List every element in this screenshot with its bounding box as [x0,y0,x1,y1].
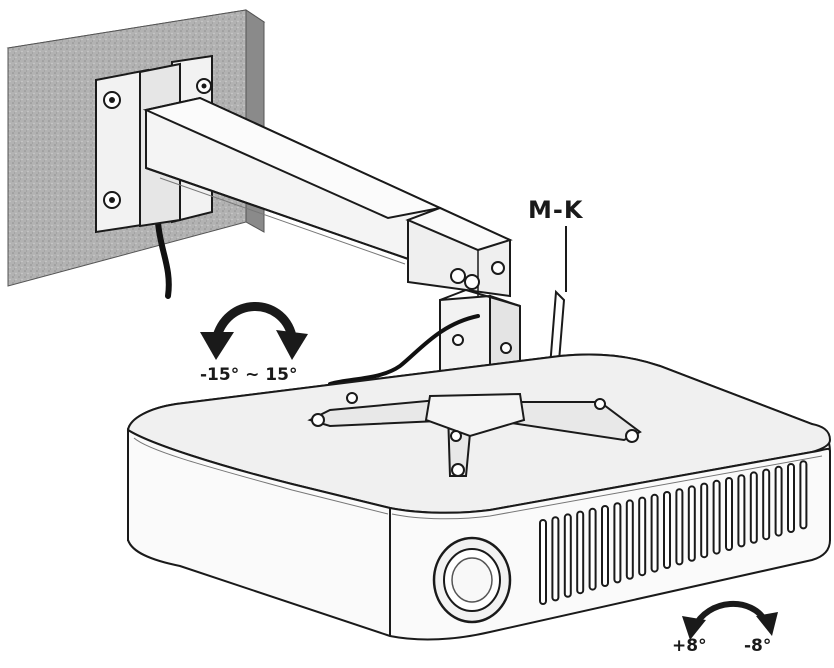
vent-slot [551,516,560,602]
swivel-arrow-icon [200,302,308,360]
tilt-negative-label: -8° [744,636,772,656]
vent-slot [650,493,659,573]
vent-slot [725,477,733,551]
lens-icon [432,536,512,624]
vent-slot [613,502,622,584]
vent-slot [625,499,634,580]
vent-slot [737,474,746,548]
extension-arm [142,96,513,298]
tilt-arrow-icon [682,600,778,640]
tilt-positive-label: +8° [672,636,707,656]
vent-slot [638,496,647,577]
vent-slot [712,479,721,555]
bolt-icon [103,91,121,109]
vent-slot [762,468,771,541]
vent-slot [749,471,758,544]
vent-slot [787,463,795,533]
vent-slot [675,488,684,566]
vent-slot [687,485,696,562]
vent-slot [563,513,572,598]
vent-slot [601,505,609,587]
vent-slot [539,519,547,605]
vent-slot [576,510,585,595]
vent-grille [539,460,808,605]
power-cable-wall [155,219,172,299]
vent-slot [700,482,709,559]
vent-slot [774,465,783,537]
vent-slot [663,491,671,569]
mounting-plate [307,392,642,477]
bolt-icon [103,191,121,209]
vent-slot [799,460,808,530]
allen-key-label: M-K [528,196,584,224]
bolt-icon [450,261,505,290]
bolt-icon [196,78,212,94]
power-cable-projector [328,314,480,386]
vent-slot [588,507,597,591]
swivel-range-label: -15° ~ 15° [200,365,298,385]
projector [126,353,832,641]
